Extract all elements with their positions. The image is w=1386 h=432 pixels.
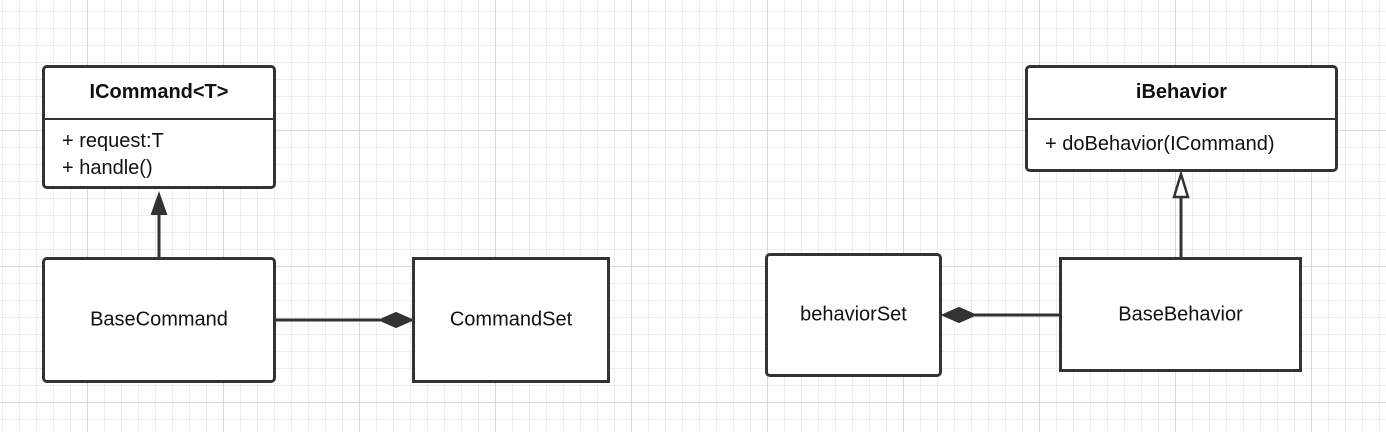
ibehavior-divider xyxy=(1028,118,1335,120)
behaviorset-box[interactable]: behaviorSet xyxy=(765,253,942,377)
basecommand-label: BaseCommand xyxy=(90,308,228,331)
commandset-box[interactable]: CommandSet xyxy=(412,257,610,383)
ibehavior-class-name: iBehavior xyxy=(1135,81,1228,103)
icommand-member-handle: + handle() xyxy=(62,157,153,179)
ibehavior-member-dobehavior: + doBehavior(ICommand) xyxy=(1045,133,1275,155)
commandset-label: CommandSet xyxy=(449,308,573,331)
ibehavior-class-box[interactable]: iBehavior + doBehavior(ICommand) xyxy=(1025,65,1338,172)
commandset-composition-connector xyxy=(276,311,415,329)
basecommand-to-icommand-arrow xyxy=(150,190,168,257)
icommand-class-name: ICommand<T> xyxy=(89,81,229,103)
behaviorset-composition-connector xyxy=(940,306,1059,324)
icommand-class-box[interactable]: ICommand<T> + request:T + handle() xyxy=(42,65,276,189)
basebehavior-label: BaseBehavior xyxy=(1118,303,1243,325)
basebehavior-to-ibehavior-arrow xyxy=(1172,169,1190,257)
behaviorset-label: behaviorSet xyxy=(800,303,907,326)
icommand-member-request: + request:T xyxy=(62,130,164,152)
icommand-divider xyxy=(45,118,273,120)
basebehavior-box[interactable]: BaseBehavior xyxy=(1059,257,1302,372)
basecommand-box[interactable]: BaseCommand xyxy=(42,257,276,383)
